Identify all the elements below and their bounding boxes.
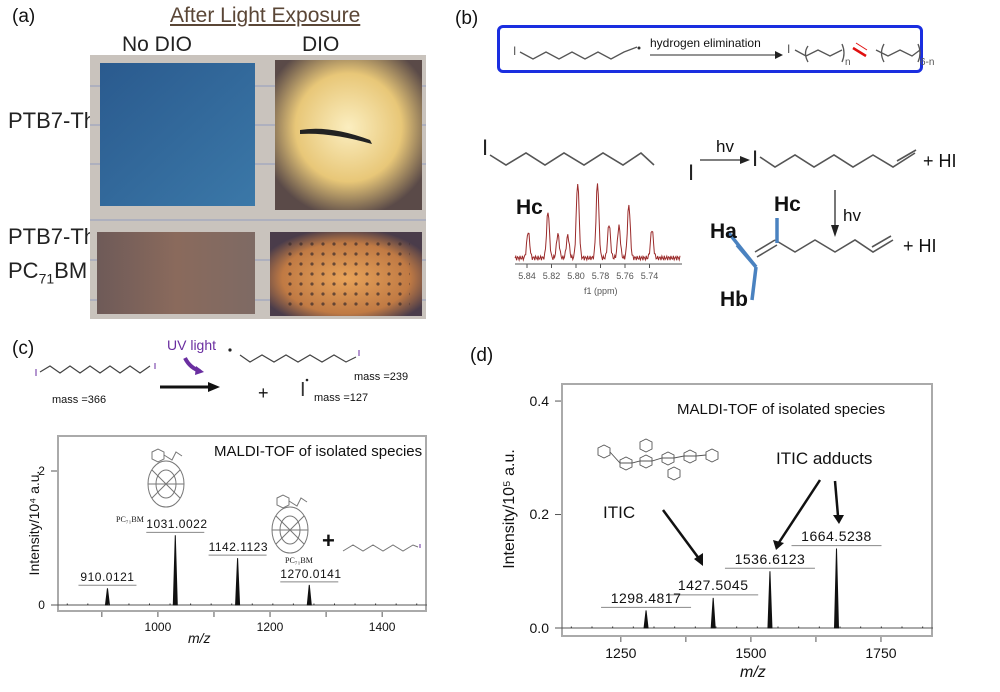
spectrum-peak — [710, 597, 716, 629]
x-tick-label: 1500 — [735, 645, 767, 661]
y-tick-label: 0.4 — [529, 392, 549, 409]
iodine-radical: I — [300, 379, 306, 401]
chart-d-xlabel: m/z — [740, 664, 766, 681]
nmr-tick-label: 5.82 — [542, 271, 561, 281]
row-label-ptb7th: PTB7-Th — [8, 108, 97, 133]
spectrum-peak — [104, 588, 111, 606]
y-tick-label: 0 — [38, 597, 45, 612]
spectrum-peak — [235, 558, 241, 606]
panel-c-label: (c) — [12, 338, 35, 359]
nmr-tick-label: 5.76 — [616, 271, 634, 281]
peak-label: 1031.0022 — [146, 517, 208, 532]
spectrum-peak — [306, 584, 312, 606]
panel-a-label: (a) — [12, 6, 36, 27]
mass-iodine: mass =127 — [314, 392, 369, 404]
chart-d-frame — [561, 383, 933, 637]
peak-label: 1298.4817 — [610, 589, 682, 606]
peak-label: 910.0121 — [80, 570, 135, 585]
uv-light-label: UV light — [167, 337, 217, 353]
iodine-atom: I — [482, 135, 489, 160]
plus-sign: + — [258, 383, 269, 403]
iodine-atom: I — [513, 44, 517, 58]
pcbm-label: PC₇₁BM — [116, 515, 144, 524]
spectrum-peak — [833, 548, 840, 629]
proton-hb: Hb — [720, 288, 748, 311]
panel-b-label: (b) — [455, 8, 479, 29]
subscript-n: n — [845, 57, 851, 68]
nmr-xlabel: f1 (ppm) — [584, 286, 618, 296]
column-dio: DIO — [302, 33, 340, 56]
plus-hi: + HI — [923, 151, 957, 171]
pc-text: PC — [8, 258, 39, 283]
panel-a-title: After Light Exposure — [170, 4, 361, 27]
x-tick-label: 1750 — [865, 645, 897, 661]
nmr-peak-label: Hc — [516, 196, 543, 219]
plus-hi: + HI — [903, 236, 937, 256]
iodine-atom: I — [752, 146, 759, 171]
chart-d-plot — [555, 400, 933, 642]
film-ptb7th-no-dio — [100, 63, 255, 206]
nmr-tick-label: 5.80 — [567, 271, 585, 281]
nmr-spectrum-line — [514, 183, 681, 262]
spectrum-peak — [172, 535, 178, 606]
hydrogen-elimination-label: hydrogen elimination — [650, 36, 761, 50]
nmr-tick-label: 5.84 — [518, 271, 536, 281]
proton-ha: Ha — [710, 220, 737, 243]
spectrum-peak — [643, 610, 649, 629]
y-tick-label: 0.2 — [529, 506, 549, 523]
bm-text: BM — [54, 258, 88, 283]
peak-label: 1142.1123 — [208, 540, 269, 555]
x-tick-label: 1200 — [256, 620, 284, 634]
chart-c-plot — [51, 470, 427, 617]
mass-product: mass =239 — [354, 371, 409, 383]
peak-label: 1664.5238 — [801, 528, 872, 545]
row-label-blend: PTB7-Th: — [8, 224, 103, 249]
plus-sign: + — [322, 528, 335, 553]
nmr-tick-label: 5.78 — [591, 271, 610, 281]
hydrogen-elimination-box — [497, 25, 923, 73]
iodine-atom: I — [688, 160, 695, 185]
film-blend-no-dio — [97, 232, 255, 314]
itic-adducts-label: ITIC adducts — [776, 449, 873, 468]
column-no-dio: No DIO — [122, 33, 193, 56]
pc-subscript: 71 — [38, 270, 55, 287]
x-tick-label: 1400 — [368, 620, 396, 634]
itic-label: ITIC — [603, 503, 636, 522]
x-tick-label: 1000 — [144, 620, 172, 634]
iodine-atom: I — [787, 42, 791, 56]
proton-hc: Hc — [774, 193, 801, 216]
pcbm-label: PC₇₁BM — [285, 556, 313, 565]
y-tick-label: 2 — [38, 463, 45, 478]
peak-label: 1536.6123 — [734, 550, 806, 567]
panel-d-label: (d) — [470, 345, 494, 366]
chart-d-title: MALDI-TOF of isolated species — [677, 401, 886, 418]
peak-label: 1270.0141 — [280, 566, 342, 581]
row-label-pc71bm: PC71BM — [8, 258, 87, 286]
nmr-tick-label: 5.74 — [640, 271, 659, 281]
chart-c-title: MALDI-TOF of isolated species — [214, 443, 423, 460]
subscript-6-n: 6-n — [920, 57, 935, 68]
hv-label: hv — [716, 137, 734, 156]
chart-c-xlabel: m/z — [188, 630, 211, 646]
y-tick-label: 0.0 — [529, 619, 549, 636]
hv-label: hv — [843, 206, 861, 225]
mass-reactant: mass =366 — [52, 394, 107, 406]
x-tick-label: 1250 — [605, 645, 637, 661]
spectrum-peak — [767, 571, 773, 629]
peak-label: 1427.5045 — [677, 577, 749, 594]
chart-c-frame — [57, 435, 427, 612]
